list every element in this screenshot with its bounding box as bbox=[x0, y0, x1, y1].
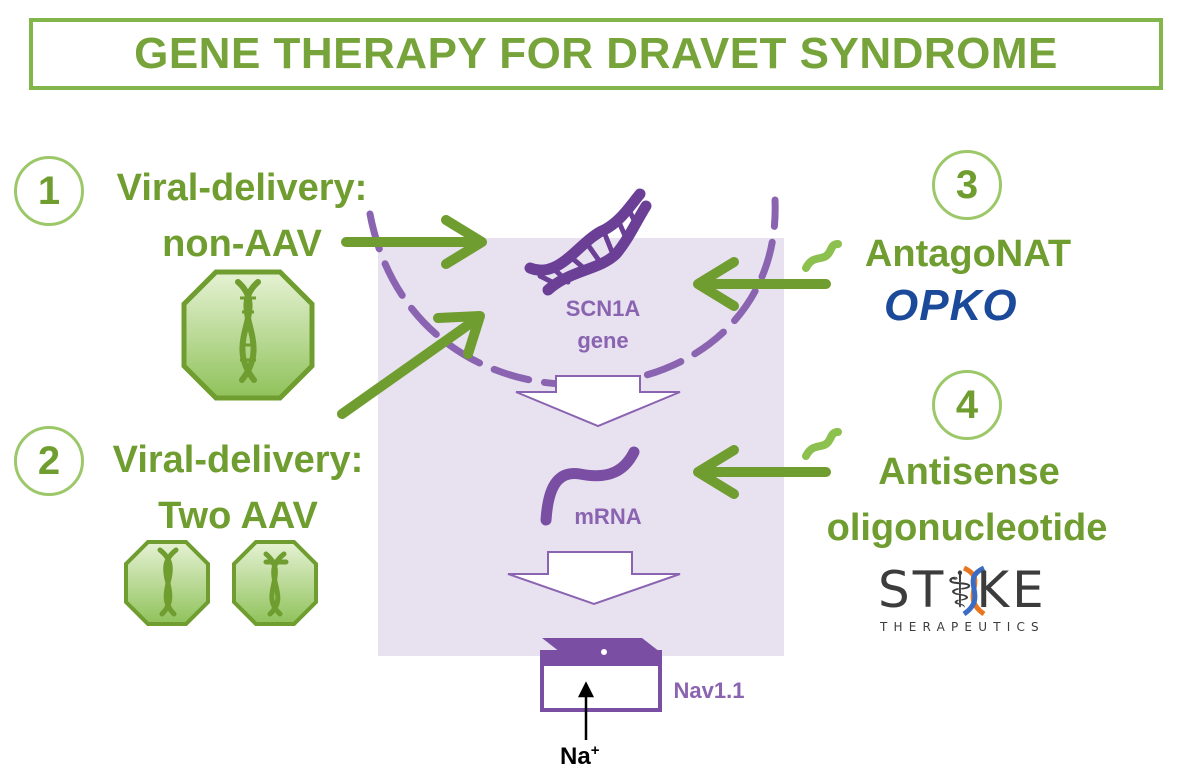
nav-channel-icon bbox=[540, 638, 662, 712]
approach-3-label: AntagoNAT bbox=[864, 233, 1072, 275]
arrow-2 bbox=[337, 311, 485, 419]
arrow-4 bbox=[693, 445, 831, 499]
mrna-strand-icon bbox=[540, 446, 640, 526]
approach-4-label-line1: Antisense bbox=[878, 451, 1060, 493]
step-number-2: 2 bbox=[14, 426, 84, 496]
dna-octagon-icon-1 bbox=[181, 269, 315, 401]
approach-2-label-line2: Two AAV bbox=[158, 495, 318, 537]
oligo-squiggle-icon-4 bbox=[802, 428, 842, 460]
translation-arrow bbox=[507, 551, 681, 606]
approach-2-label-line1: Viral-delivery: bbox=[112, 439, 364, 481]
opko-logo: OPKO bbox=[884, 281, 1018, 330]
sodium-ion-label: Na+ bbox=[560, 742, 599, 771]
stoke-logo: ST⚕KE bbox=[878, 561, 1047, 619]
gene-label-line1: SCN1A bbox=[565, 296, 641, 321]
approach-4-label-line2: oligonucleotide bbox=[826, 507, 1108, 549]
stoke-logo-mark bbox=[962, 565, 986, 617]
arrow-1 bbox=[341, 215, 487, 269]
ion-charge: + bbox=[590, 742, 600, 759]
transcription-arrow bbox=[515, 375, 681, 428]
dna-octagon-icon-2b bbox=[232, 540, 318, 626]
arrow-3 bbox=[693, 257, 831, 311]
step-number-4: 4 bbox=[932, 370, 1002, 440]
dna-octagon-icon-2a bbox=[124, 540, 210, 626]
page-title: GENE THERAPY FOR DRAVET SYNDROME bbox=[134, 29, 1058, 78]
approach-1-label-line1: Viral-delivery: bbox=[116, 167, 368, 209]
approach-1-label-line2: non-AAV bbox=[162, 223, 322, 265]
ion-arrow bbox=[577, 681, 595, 740]
step-number-1: 1 bbox=[14, 156, 84, 226]
step-number-3: 3 bbox=[932, 150, 1002, 220]
title-box: GENE THERAPY FOR DRAVET SYNDROME bbox=[29, 18, 1163, 90]
mrna-label: mRNA bbox=[574, 504, 642, 529]
channel-label: Nav1.1 bbox=[673, 678, 745, 703]
oligo-squiggle-icon-3 bbox=[802, 240, 842, 272]
ion-symbol: Na bbox=[560, 743, 591, 770]
dna-helix-icon bbox=[524, 188, 652, 296]
gene-label-line2: gene bbox=[577, 328, 629, 353]
stoke-logo-subtitle: THERAPEUTICS bbox=[880, 620, 1045, 634]
